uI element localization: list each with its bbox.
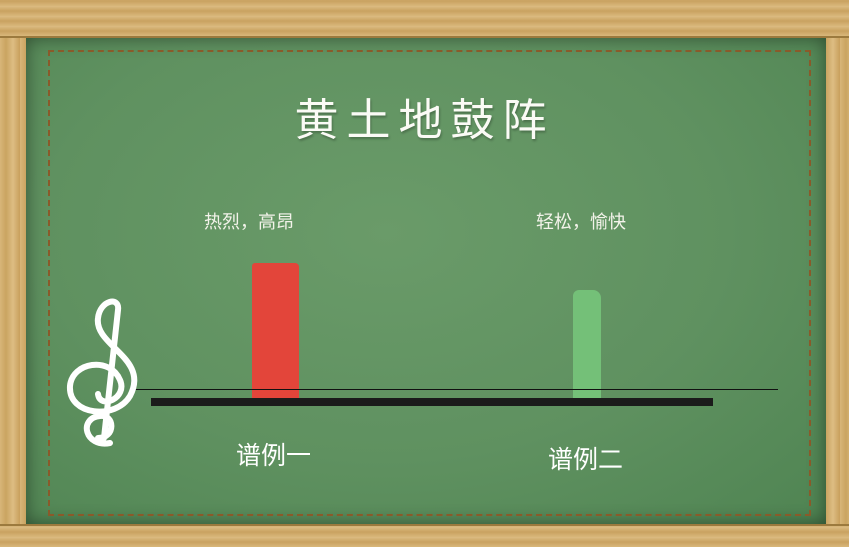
baseline-thick	[151, 398, 713, 406]
green-bar	[573, 290, 601, 401]
frame-top-rail	[0, 0, 849, 38]
chalkboard	[26, 38, 826, 524]
chalkboard-dashed-border	[48, 50, 811, 516]
treble-clef-icon	[67, 298, 138, 447]
note-example-2: 轻松，愉快	[536, 212, 626, 233]
example-label-2: 谱例二	[548, 445, 624, 474]
note-example-1: 热烈，高昂	[204, 212, 294, 233]
slide-title: 黄土地鼓阵	[294, 95, 555, 146]
example-label-1: 谱例一	[236, 441, 312, 470]
frame-bottom-rail	[0, 524, 849, 547]
red-bar	[252, 263, 299, 401]
staff-line	[130, 389, 778, 390]
